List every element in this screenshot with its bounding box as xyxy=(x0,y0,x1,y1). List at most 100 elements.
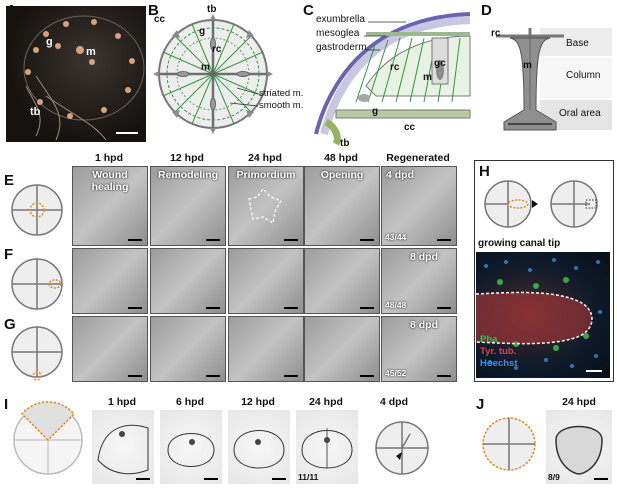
i-time-2: 6 hpd xyxy=(176,396,204,408)
c-label-rc: rc xyxy=(390,62,400,73)
fluorescence-drawing xyxy=(476,258,602,372)
i-6hpd-image xyxy=(160,410,222,484)
i-24hpd-drawing xyxy=(301,428,353,469)
d-label-m: m xyxy=(523,60,532,71)
i-time-1: 1 hpd xyxy=(108,396,136,408)
j-24hpd-image: 8/9 xyxy=(546,410,612,484)
f-regen-time: 8 dpd xyxy=(410,251,438,263)
d-label-base: Base xyxy=(566,38,589,49)
e-48hpd-image: Opening xyxy=(304,166,380,246)
c-label-mesoglea: mesoglea xyxy=(316,28,360,39)
i-1hpd-image xyxy=(92,410,154,484)
g-regen-time: 8 dpd xyxy=(410,319,438,331)
panel-b-label: B xyxy=(148,2,159,19)
legend-tyr: Tyr. tub. xyxy=(480,346,517,357)
panel-f-label: F xyxy=(4,246,14,263)
c-label-exumbrella: exumbrella xyxy=(316,14,365,25)
b-label-tb: tb xyxy=(207,4,217,15)
legend-pha: Pha xyxy=(480,334,498,345)
b-label-smooth: smooth m. xyxy=(259,100,304,111)
anatomy-cross-section xyxy=(314,12,471,146)
col-header-12hpd: 12 hpd xyxy=(170,152,204,164)
row-f-schematic xyxy=(11,258,63,310)
primordium-outline xyxy=(248,188,282,224)
f-48hpd-image xyxy=(304,248,380,314)
f-regenerated-image: 8 dpd 48/48 xyxy=(381,248,457,314)
label-m: m xyxy=(86,46,96,58)
f-12hpd-image xyxy=(150,248,226,314)
anatomy-top-view xyxy=(153,14,273,134)
label-g: g xyxy=(46,36,53,48)
g-12hpd-image xyxy=(150,316,226,382)
j-24hpd-drawing xyxy=(555,425,603,475)
i-time-5: 4 dpd xyxy=(380,396,408,408)
jellyfish-drawing xyxy=(23,15,145,141)
i-24hpd-image: 11/11 xyxy=(296,410,358,484)
panel-c-label: C xyxy=(303,2,314,19)
e-stage-1: Wound healing xyxy=(91,169,129,193)
d-label-rc: rc xyxy=(491,28,501,39)
h-tip-label: growing canal tip xyxy=(478,238,561,249)
b-label-striated: striated m. xyxy=(259,88,304,99)
c-label-gastroderm: gastroderm xyxy=(316,42,367,53)
e-ratio: 43/44 xyxy=(385,232,407,242)
panel-e-label: E xyxy=(4,172,15,189)
g-48hpd-image xyxy=(304,316,380,382)
canal-tip-schematic xyxy=(484,180,598,228)
i-12hpd-drawing xyxy=(233,430,285,469)
manubrium-diagram xyxy=(496,28,564,131)
e-stage-3: Primordium xyxy=(236,169,296,181)
d-label-column: Column xyxy=(566,70,601,81)
jellyfish-photo: g m tb xyxy=(6,6,146,142)
label-tb: tb xyxy=(30,106,41,118)
panel-g-label: G xyxy=(4,316,16,333)
f-24hpd-image xyxy=(228,248,304,314)
c-label-gc: gc xyxy=(434,58,446,69)
b-label-m: m xyxy=(201,62,210,73)
e-1hpd-image: Wound healing xyxy=(72,166,148,246)
e-regen-time: 4 dpd xyxy=(386,169,414,181)
i-6hpd-drawing xyxy=(167,433,215,467)
e-24hpd-image: Primordium xyxy=(228,166,304,246)
panel-j-label: J xyxy=(476,396,485,413)
c-label-tb: tb xyxy=(340,138,350,149)
i-time-4: 24 hpd xyxy=(309,396,343,408)
row-g-schematic xyxy=(11,326,63,381)
f-1hpd-image xyxy=(72,248,148,314)
fluorescence-image: Pha Tyr. tub. Hoechst xyxy=(476,252,610,378)
j-ratio: 8/9 xyxy=(548,472,560,482)
g-regenerated-image: 8 dpd 45/52 xyxy=(381,316,457,382)
f-ratio: 48/48 xyxy=(385,300,407,310)
b-label-g: g xyxy=(199,26,206,37)
panel-i-label: I xyxy=(4,396,9,413)
col-header-48hpd: 48 hpd xyxy=(324,152,358,164)
b-label-rc: rc xyxy=(212,44,222,55)
col-header-24hpd: 24 hpd xyxy=(248,152,282,164)
c-label-m: m xyxy=(423,72,432,83)
e-stage-2: Remodeling xyxy=(157,169,219,181)
j-time: 24 hpd xyxy=(562,396,596,408)
d-label-oral: Oral area xyxy=(559,108,601,119)
i-ratio: 11/11 xyxy=(298,472,319,482)
c-label-g: g xyxy=(372,106,379,117)
g-24hpd-image xyxy=(228,316,304,382)
panel-h-label: H xyxy=(479,163,490,180)
column-band xyxy=(540,58,612,98)
b-label-cc: cc xyxy=(154,14,166,25)
i-1hpd-drawing xyxy=(97,424,149,475)
c-label-cc: cc xyxy=(404,122,416,133)
panel-h-frame xyxy=(474,160,614,382)
row-e-schematic xyxy=(11,184,63,236)
e-stage-4: Opening xyxy=(320,169,364,181)
row-j-schematic xyxy=(482,417,536,471)
i-time-3: 12 hpd xyxy=(241,396,275,408)
panel-d-label: D xyxy=(481,2,492,19)
e-12hpd-image: Remodeling xyxy=(150,166,226,246)
legend-hoechst: Hoechst xyxy=(480,358,518,369)
i-12hpd-image xyxy=(228,410,290,484)
col-header-1hpd: 1 hpd xyxy=(95,152,123,164)
row-i-schematic xyxy=(13,401,83,475)
i-4dpd-schematic xyxy=(375,421,429,475)
base-band xyxy=(540,28,612,56)
col-header-regenerated: Regenerated xyxy=(386,152,450,164)
